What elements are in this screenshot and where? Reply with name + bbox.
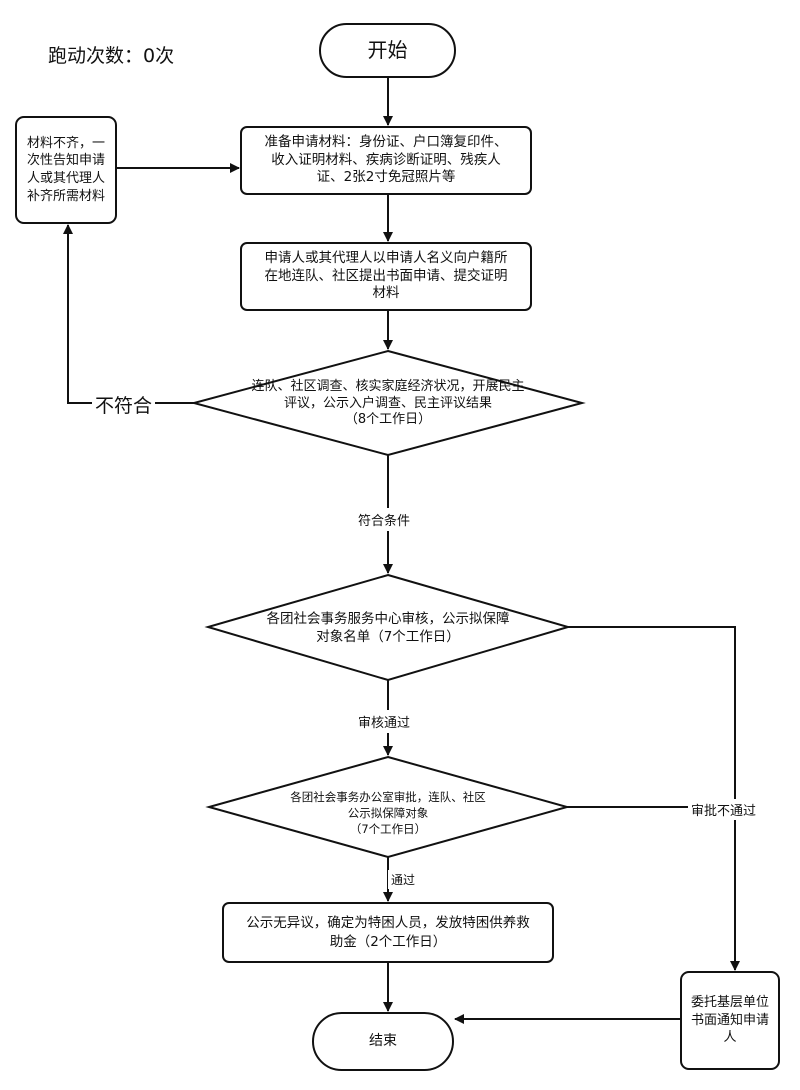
edge-label-passed: 通过 xyxy=(388,870,419,889)
start-node: 开始 xyxy=(367,38,408,62)
arrow-not-eligible-loop xyxy=(63,224,194,404)
edge-label-not-eligible: 不符合 xyxy=(92,391,156,418)
notify-node: 委托基层单位 书面通知申请 人 xyxy=(690,995,769,1046)
end-node: 结束 xyxy=(369,1033,397,1050)
incomplete-node-shape xyxy=(15,116,117,224)
investigate-node: 连队、社区调查、核实家庭经济状况，开展民主 评议，公示入户调查、民主评议结果 （… xyxy=(251,378,525,428)
approve-node: 各团社会事务办公室审批，连队、社区 公示拟保障对象 （7个工作日） xyxy=(290,789,486,837)
notify-node-shape xyxy=(680,971,780,1070)
prepare-node: 准备申请材料：身份证、户口簿复印件、 收入证明材料、疾病诊断证明、残疾人 证、2… xyxy=(264,134,508,186)
incomplete-node: 材料不齐，一 次性告知申请 人或其代理人 补齐所需材料 xyxy=(26,135,105,204)
visit-counter: 跑动次数：0次 xyxy=(48,45,175,68)
grant-node: 公示无异议，确定为特困人员，发放特困供养救 助金（2个工作日） xyxy=(246,915,530,950)
edge-label-eligible: 符合条件 xyxy=(355,508,414,531)
apply-node: 申请人或其代理人以申请人名义向户籍所 在地连队、社区提出书面申请、提交证明 材料 xyxy=(264,250,508,302)
apply-node-shape xyxy=(240,242,532,311)
end-node-shape xyxy=(312,1012,454,1071)
edge-label-review-passed: 审核通过 xyxy=(355,710,414,733)
edge-label-approval-failed: 审批不通过 xyxy=(688,799,760,820)
arrow-review-to-notify xyxy=(568,626,740,971)
review-node: 各团社会事务服务中心审核，公示拟保障 对象名单（7个工作日） xyxy=(266,610,510,645)
prepare-node-shape xyxy=(240,126,532,195)
